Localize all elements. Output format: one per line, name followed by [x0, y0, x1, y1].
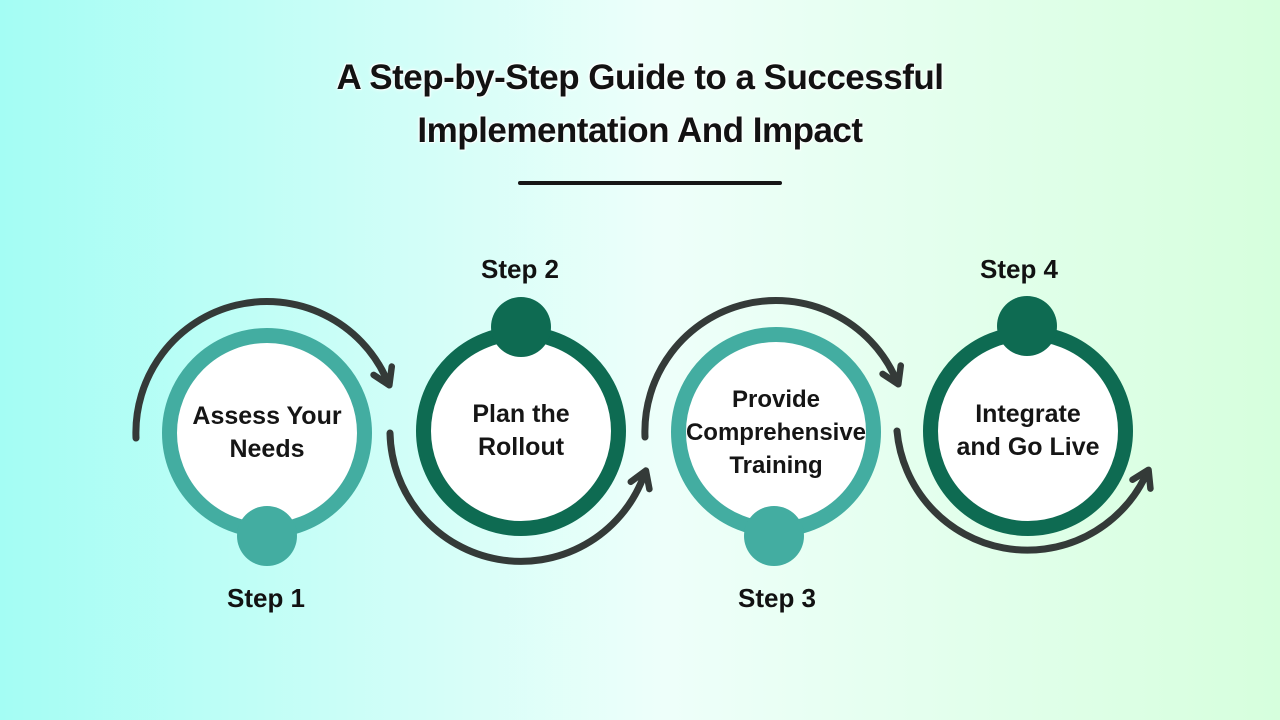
step-3-circle-text: Provide Comprehensive Training — [676, 332, 876, 532]
page-title-line2: Implementation And Impact — [417, 111, 863, 150]
step-4-label: Step 4 — [979, 254, 1059, 284]
step-2-graphic — [386, 297, 653, 565]
step-2-arrow-arc — [386, 429, 653, 565]
step-2-circle-text: Plan the Rollout — [421, 331, 621, 531]
step-2-label: Step 2 — [480, 254, 560, 284]
step-1-dot — [237, 506, 297, 566]
step-3-text-line: Provide — [731, 385, 821, 413]
step-3-arrow-arc — [641, 297, 904, 441]
step-1-text-line: Needs — [229, 435, 305, 463]
step-1-label: Step 1 — [226, 583, 306, 613]
step-3-graphic — [641, 297, 904, 566]
step-2-dot — [491, 297, 551, 357]
step-3-label: Step 3 — [737, 583, 817, 613]
step-4-circle-text: Integrate and Go Live — [928, 331, 1128, 531]
step-4-dot — [997, 296, 1057, 356]
step-4-text-line: Integrate — [975, 400, 1081, 428]
page-title-line1: A Step-by-Step Guide to a Successful — [336, 58, 944, 97]
page-title: A Step-by-Step Guide to a Successful Imp… — [0, 51, 1280, 157]
step-2-text-line: Plan the — [472, 400, 570, 428]
step-1-circle-text: Assess Your Needs — [167, 333, 367, 533]
step-4-text-line: and Go Live — [956, 433, 1100, 461]
step-3-dot — [744, 506, 804, 566]
step-4-graphic — [893, 296, 1154, 554]
step-3-text-line: Comprehensive — [685, 418, 867, 446]
step-1-arrow-arc — [132, 298, 395, 442]
step-2-text-line: Rollout — [477, 433, 565, 461]
step-4-arrow-arc — [893, 427, 1154, 554]
step-1-text-line: Assess Your — [192, 402, 342, 430]
step-1-graphic — [132, 298, 395, 566]
step-3-text-line: Training — [729, 451, 823, 479]
title-underline-rule — [518, 181, 782, 185]
